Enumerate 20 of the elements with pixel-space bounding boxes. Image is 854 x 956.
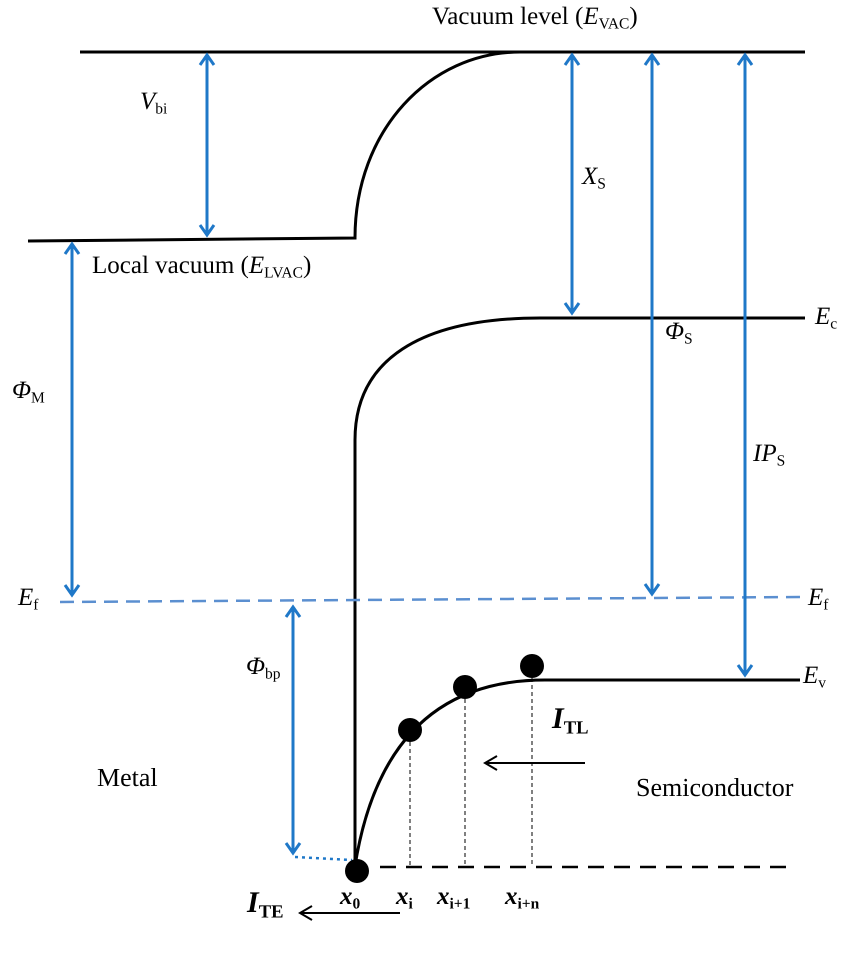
energy-symbol: V$_{bi}$	[140, 88, 168, 118]
energy-symbol: E$_{c}$	[815, 303, 838, 333]
current-symbol: I$_{TE}$	[247, 886, 284, 924]
energy-symbol: E$_{f}$	[18, 584, 38, 614]
current-symbol: I$_{TL}$	[552, 702, 588, 740]
energy-symbol: E$_{f}$	[808, 584, 828, 614]
energy-symbol: E$_{v}$	[803, 662, 826, 692]
position-symbol: x$_{i+1}$	[437, 883, 470, 913]
region-label: Metal	[97, 764, 158, 793]
energy-symbol: Φ$_{M}$	[12, 377, 45, 407]
band-label: Local vacuum (E$_{LVAC}$)	[92, 252, 312, 282]
energy-symbol: X$_{S}$	[582, 163, 606, 193]
region-label: Semiconductor	[636, 774, 794, 803]
energy-symbol: Φ$_{S}$	[665, 318, 693, 348]
energy-symbol: Φ$_{bp}$	[246, 653, 281, 683]
energy-symbol: IP$_{S}$	[753, 440, 786, 470]
position-symbol: x$_{i+n}$	[505, 883, 540, 913]
band-label: Vacuum level (E$_{VAC}$)	[432, 3, 638, 33]
position-symbol: x$_{i}$	[396, 883, 413, 913]
position-symbol: x$_{0}$	[340, 883, 360, 913]
